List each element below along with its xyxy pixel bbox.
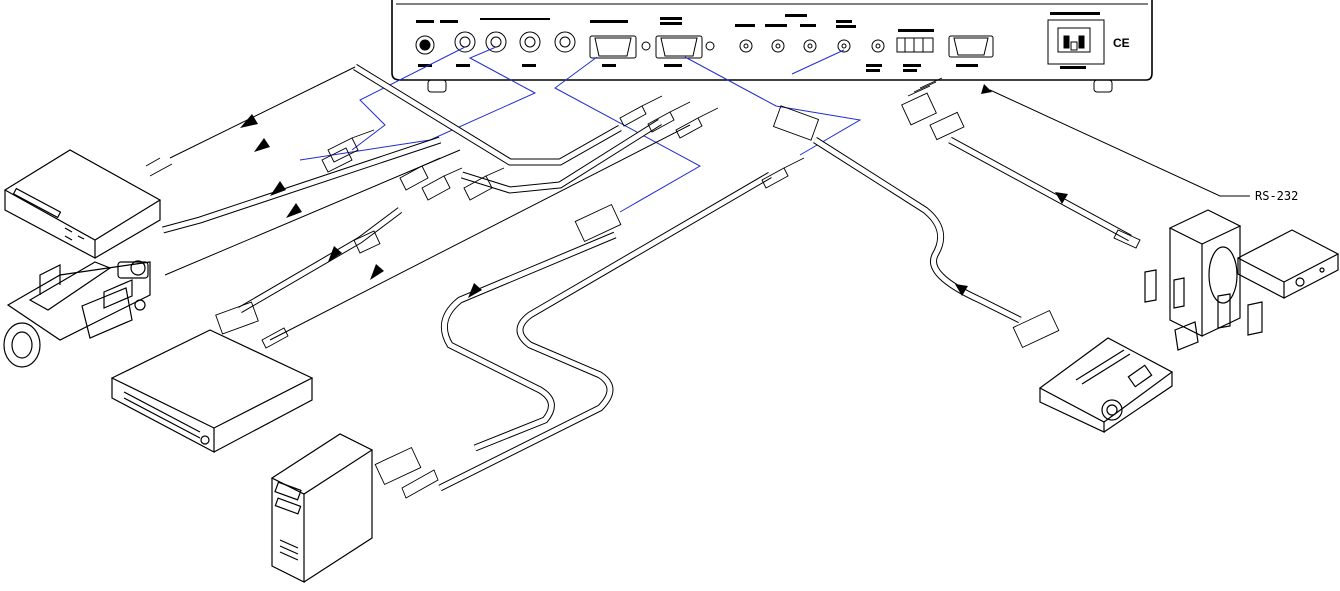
- audio-jack-5: [871, 39, 885, 53]
- component-pb-bnc: [519, 31, 541, 53]
- audio-jack-1: [739, 39, 753, 53]
- component-pr-bnc: [554, 31, 576, 53]
- cables: [162, 64, 1132, 492]
- composite-in-bnc: [454, 31, 476, 53]
- s-video-in-connector: [415, 35, 435, 55]
- power-inlet: [1047, 19, 1105, 65]
- component-y-bnc: [485, 31, 507, 53]
- audio-jack-2: [771, 39, 785, 53]
- video-projector-icon: [1038, 337, 1174, 433]
- connector-ends: [145, 77, 1141, 499]
- audio-jack-4: [837, 39, 851, 53]
- rs232-callout: RS-232: [989, 89, 1298, 203]
- scaler-unit-rear-panel: CE: [391, 0, 1153, 93]
- rs232-port: [953, 37, 989, 56]
- connection-wires: [299, 46, 862, 213]
- pc-tower-icon: [270, 433, 374, 583]
- vcr-icon: [110, 329, 314, 453]
- vga-out-port: [660, 37, 698, 57]
- camcorder-icon: [3, 260, 151, 368]
- terminal-block: [896, 37, 934, 53]
- ce-mark: CE: [1113, 36, 1130, 50]
- dvd-player-icon: [3, 149, 162, 259]
- audio-jack-3: [803, 39, 817, 53]
- amplifier-icon: [1236, 229, 1340, 299]
- vga-in-port: [594, 37, 632, 57]
- rs232-label: RS-232: [1255, 189, 1298, 203]
- speaker-system-icon: [1144, 209, 1263, 351]
- signal-arrows: [240, 84, 1068, 298]
